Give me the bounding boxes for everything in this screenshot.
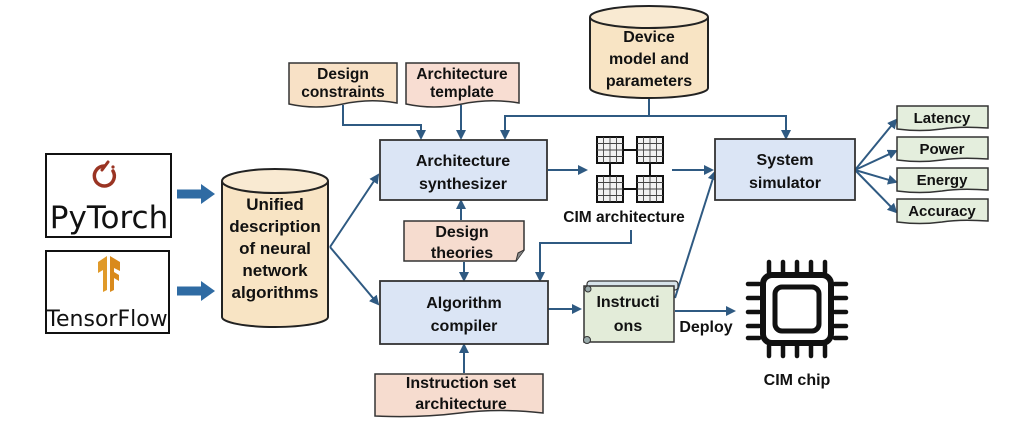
simulator-to-energy-arrow	[854, 169, 898, 185]
pytorch-label: PyTorch	[50, 200, 168, 236]
output-latency: Latency	[896, 105, 989, 132]
compiler-line-2: compiler	[431, 318, 498, 335]
design-theories-line-2: theories	[431, 245, 493, 262]
output-latency-label: Latency	[914, 110, 971, 127]
cim-chip-node: CIM chip	[745, 259, 849, 389]
tensorflow-frame	[45, 250, 170, 334]
device-to-synthesizer-arrow	[500, 98, 650, 140]
unified-line-4: network	[242, 261, 308, 280]
architecture-template-line-1: Architecture	[416, 66, 508, 83]
synthesizer-line-1: Architecture	[416, 153, 510, 170]
cim-architecture-node: CIM architecture	[563, 136, 685, 226]
unified-line-3: of neural	[239, 239, 311, 258]
system-simulator-box: System simulator	[714, 138, 856, 201]
unified-line-2: description	[229, 217, 321, 236]
instructions-scroll: Instructi ons	[583, 280, 679, 344]
device-to-simulator-arrow	[649, 115, 791, 140]
architecture-synthesizer-box: Architecture synthesizer	[379, 139, 548, 201]
instruction-set-document: Instruction set architecture	[374, 373, 544, 418]
output-energy-label: Energy	[917, 172, 969, 189]
cim-architecture-label: CIM architecture	[563, 209, 685, 226]
simulator-to-accuracy-arrow	[854, 169, 898, 214]
instructions-to-simulator-arrow	[674, 170, 718, 299]
output-accuracy: Accuracy	[896, 198, 989, 225]
pytorch-flame-icon	[92, 160, 117, 188]
deploy-label: Deploy	[679, 319, 732, 336]
unified-line-1: Unified	[246, 195, 304, 214]
constraints-to-synthesizer-arrow	[342, 105, 426, 140]
instructions-line-2: ons	[614, 318, 643, 335]
simulator-to-latency-arrow	[854, 118, 898, 171]
tensorflow-logo-icon	[98, 256, 120, 292]
cim-chip-label: CIM chip	[764, 372, 831, 389]
unified-description-database: Unified description of neural network al…	[221, 168, 329, 328]
architecture-template-line-2: template	[430, 84, 494, 101]
simulator-line-1: System	[757, 152, 814, 169]
isa-line-2: architecture	[415, 396, 507, 413]
cim-to-compiler-arrow	[535, 230, 632, 282]
tensorflow-label: TensorFlow	[45, 307, 167, 332]
architecture-template-document: Architecture template	[405, 62, 520, 108]
edges	[177, 98, 898, 373]
design-constraints-line-2: constraints	[301, 84, 385, 101]
pytorch-box: PyTorch	[45, 153, 172, 238]
synthesizer-line-2: synthesizer	[419, 176, 507, 193]
algorithm-compiler-box: Algorithm compiler	[379, 280, 549, 345]
isa-line-1: Instruction set	[406, 375, 517, 392]
simulator-line-2: simulator	[749, 175, 821, 192]
unified-line-5: algorithms	[232, 283, 319, 302]
unified-to-synthesizer-arrow	[329, 173, 380, 248]
design-theories-line-1: Design	[435, 224, 488, 241]
device-model-line-2: model and	[609, 51, 689, 68]
output-metrics: Latency Power Energy Accuracy	[896, 105, 989, 225]
design-constraints-line-1: Design	[317, 66, 369, 83]
design-theories-document: Design theories	[403, 220, 525, 262]
output-power: Power	[896, 136, 989, 163]
simulator-to-power-arrow	[854, 149, 898, 171]
device-model-line-1: Device	[623, 29, 675, 46]
output-accuracy-label: Accuracy	[908, 203, 976, 220]
output-energy: Energy	[896, 167, 989, 194]
unified-to-compiler-arrow	[329, 246, 380, 306]
chip-icon	[745, 259, 849, 359]
output-power-label: Power	[919, 141, 964, 158]
pytorch-frame	[45, 153, 172, 238]
device-model-line-3: parameters	[606, 73, 692, 90]
tensorflow-box: TensorFlow	[45, 250, 170, 334]
design-constraints-document: Design constraints	[288, 62, 398, 108]
device-model-database: Device model and parameters	[589, 5, 709, 99]
instructions-line-1: Instructi	[596, 294, 659, 311]
compiler-line-1: Algorithm	[426, 295, 502, 312]
cim-array-grid-icon	[596, 136, 664, 203]
